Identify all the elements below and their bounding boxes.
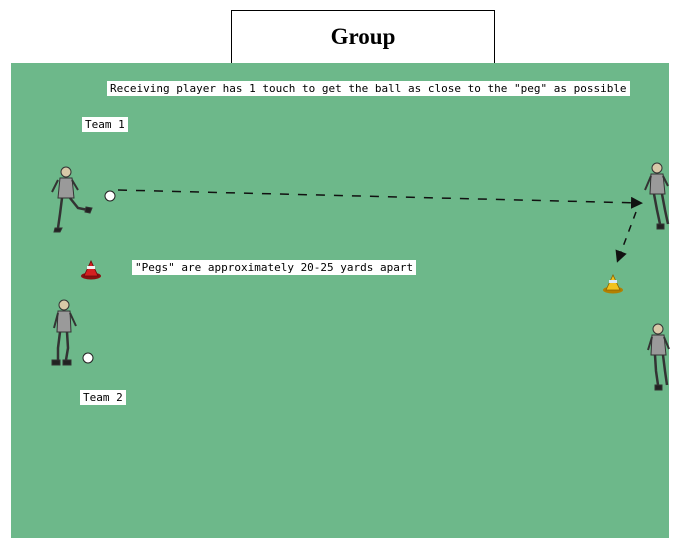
left-peg-cone [81, 260, 101, 280]
touch-arrow [615, 211, 637, 263]
player-receiver-top [644, 162, 670, 230]
diagram-title-box: Group [231, 10, 495, 64]
player-team-2 [51, 299, 77, 366]
pitch-field [11, 63, 669, 538]
ball-team-1 [104, 190, 116, 202]
diagram-title: Group [330, 24, 396, 49]
instruction-label: Receiving player has 1 touch to get the … [107, 81, 630, 96]
pass-arrow [117, 189, 643, 209]
right-peg-cone [603, 274, 623, 294]
ball-team-2 [82, 352, 94, 364]
pegs-distance-label: "Pegs" are approximately 20-25 yards apa… [132, 260, 417, 275]
team-1-label: Team 1 [82, 117, 128, 132]
player-team-1-kicker [51, 166, 93, 233]
team-2-label: Team 2 [80, 390, 126, 405]
player-receiver-bottom [647, 323, 670, 391]
